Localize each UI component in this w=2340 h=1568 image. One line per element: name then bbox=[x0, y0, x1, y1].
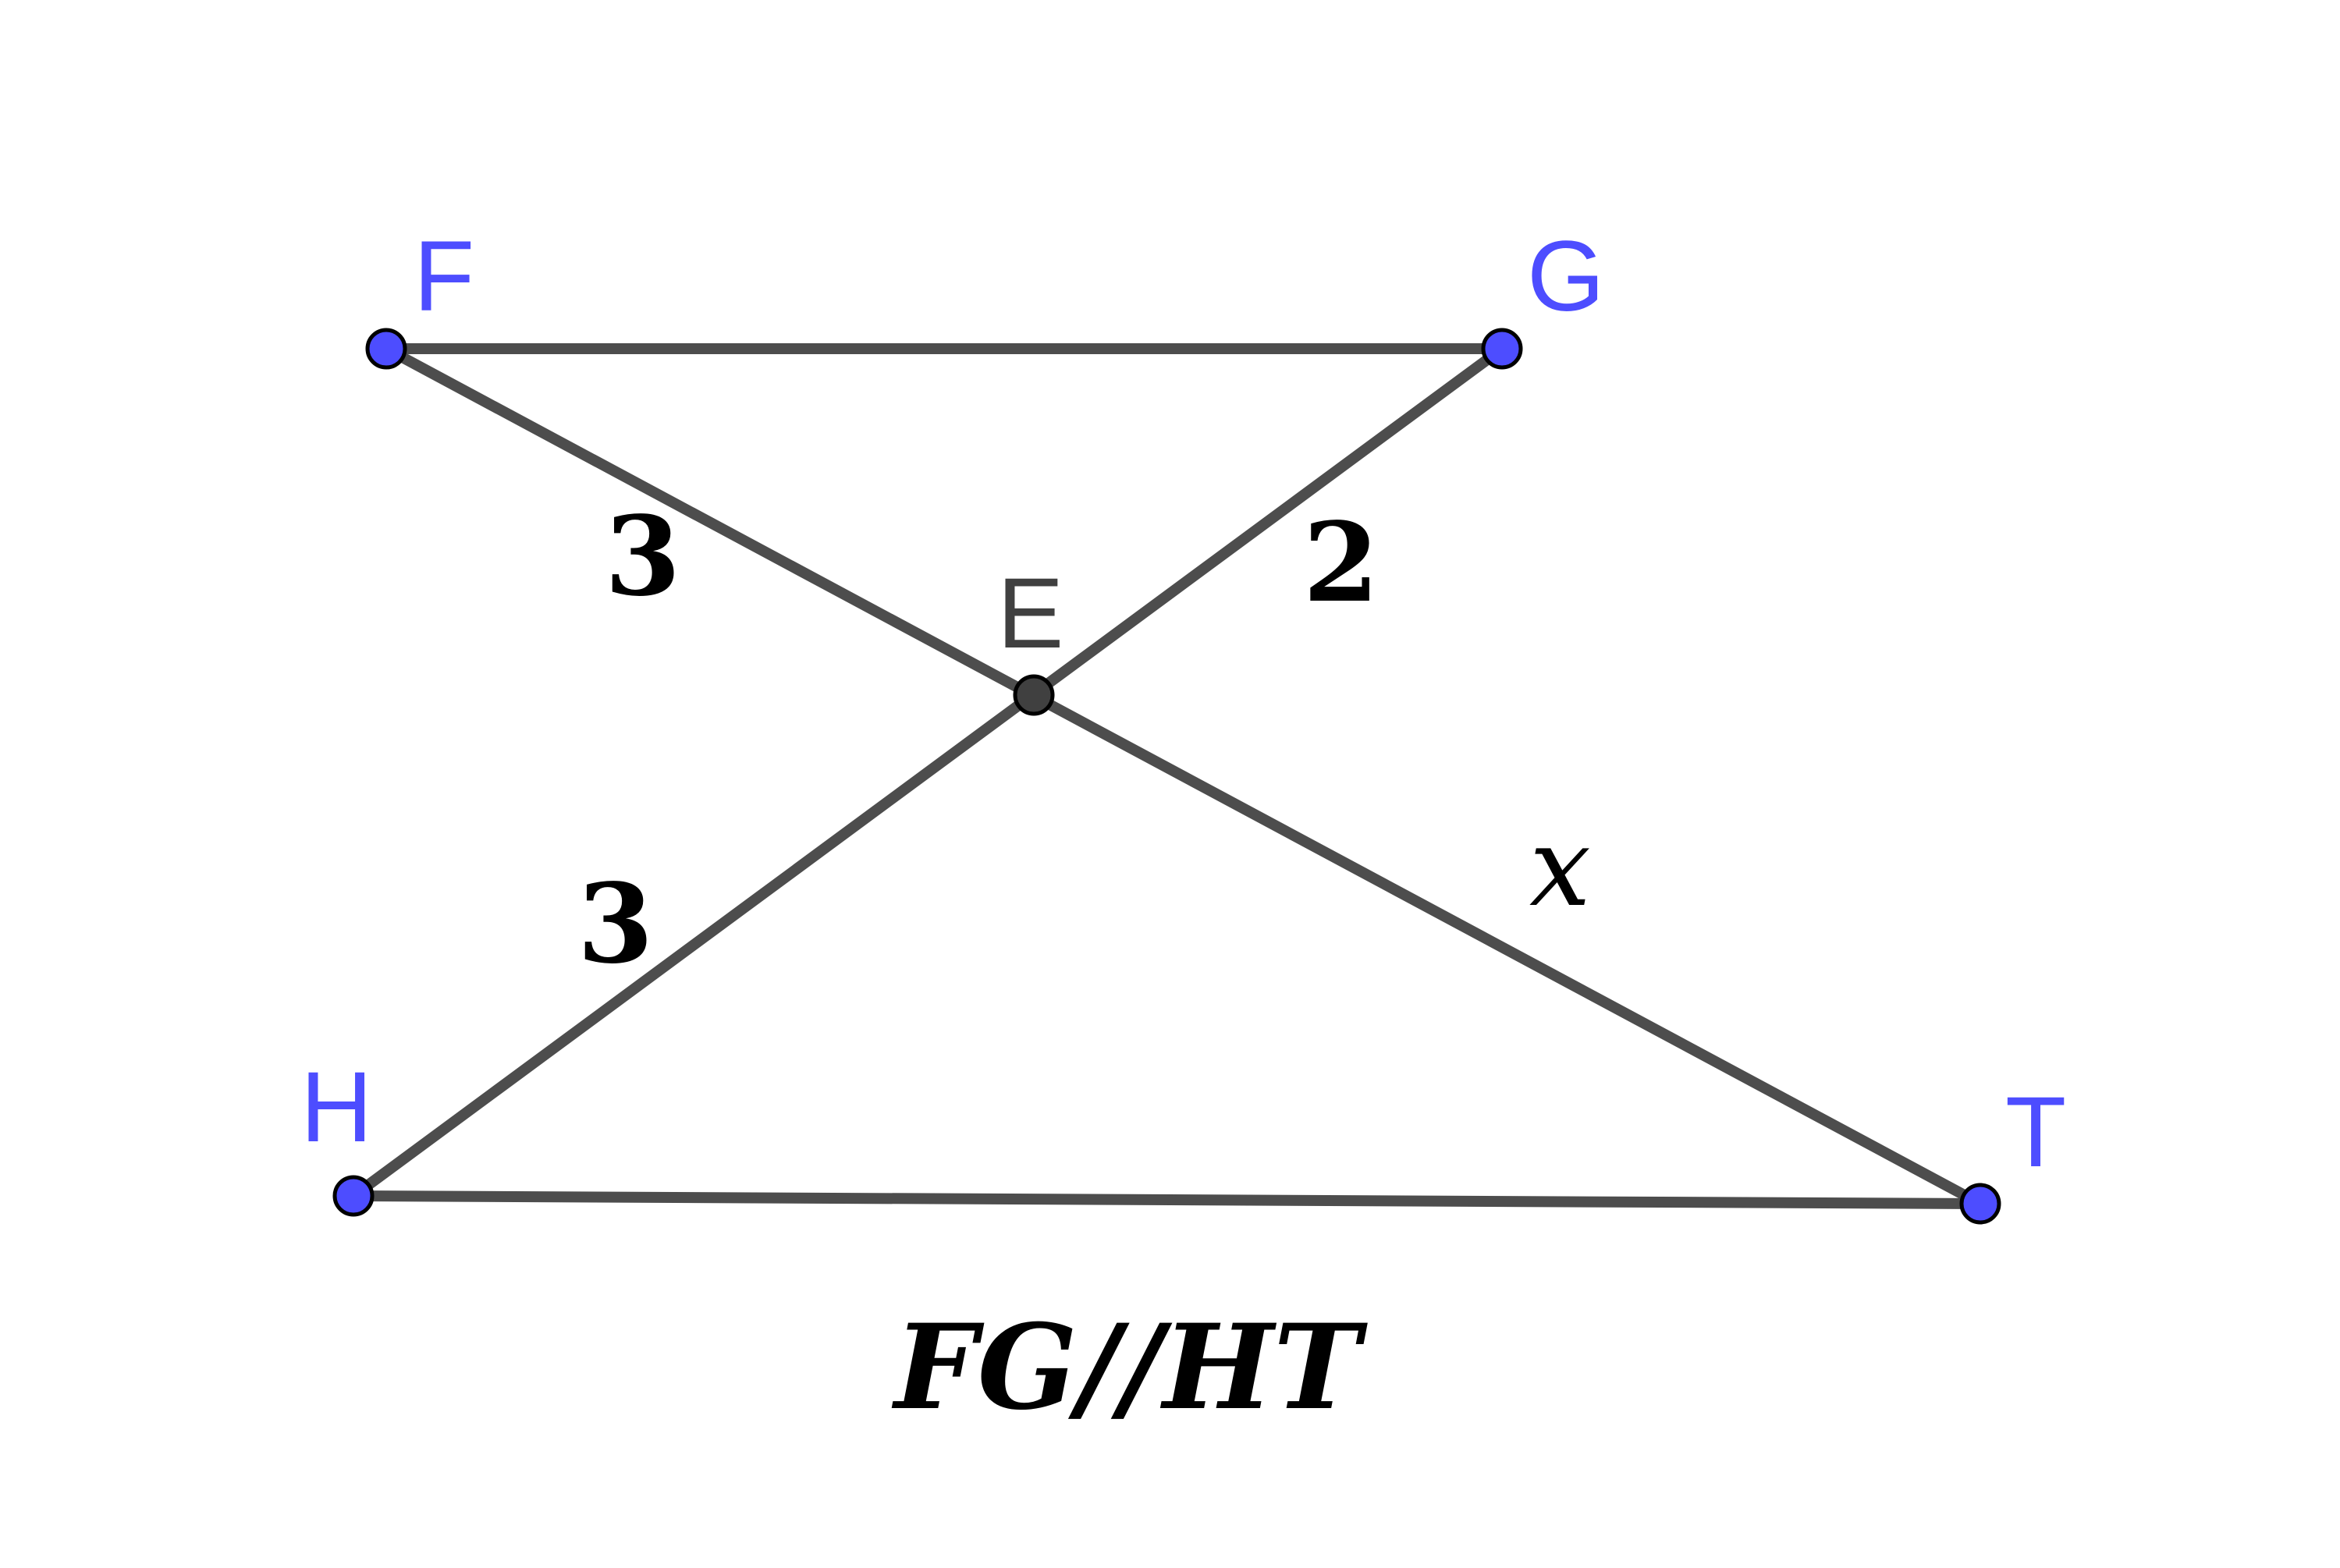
point-label-e: E bbox=[997, 558, 1063, 669]
point-t[interactable] bbox=[1959, 1183, 2001, 1225]
length-label-he: 3 bbox=[577, 860, 653, 988]
segment-ht bbox=[348, 1190, 1986, 1209]
point-h[interactable] bbox=[332, 1175, 375, 1217]
point-label-t: T bbox=[2005, 1077, 2066, 1188]
point-f[interactable] bbox=[365, 328, 407, 370]
parallel-caption: FG//HT bbox=[891, 1299, 1368, 1436]
segment-ft bbox=[381, 343, 1986, 1209]
point-label-g: G bbox=[1527, 221, 1605, 332]
length-label-eg: 2 bbox=[1303, 499, 1379, 627]
length-label-fe: 3 bbox=[605, 493, 680, 621]
segment-gh bbox=[348, 343, 1507, 1201]
point-g[interactable] bbox=[1481, 328, 1523, 370]
point-e[interactable] bbox=[1013, 674, 1055, 716]
point-label-h: H bbox=[300, 1052, 372, 1163]
point-label-f: F bbox=[414, 221, 474, 332]
length-label-et: x bbox=[1529, 804, 1591, 931]
